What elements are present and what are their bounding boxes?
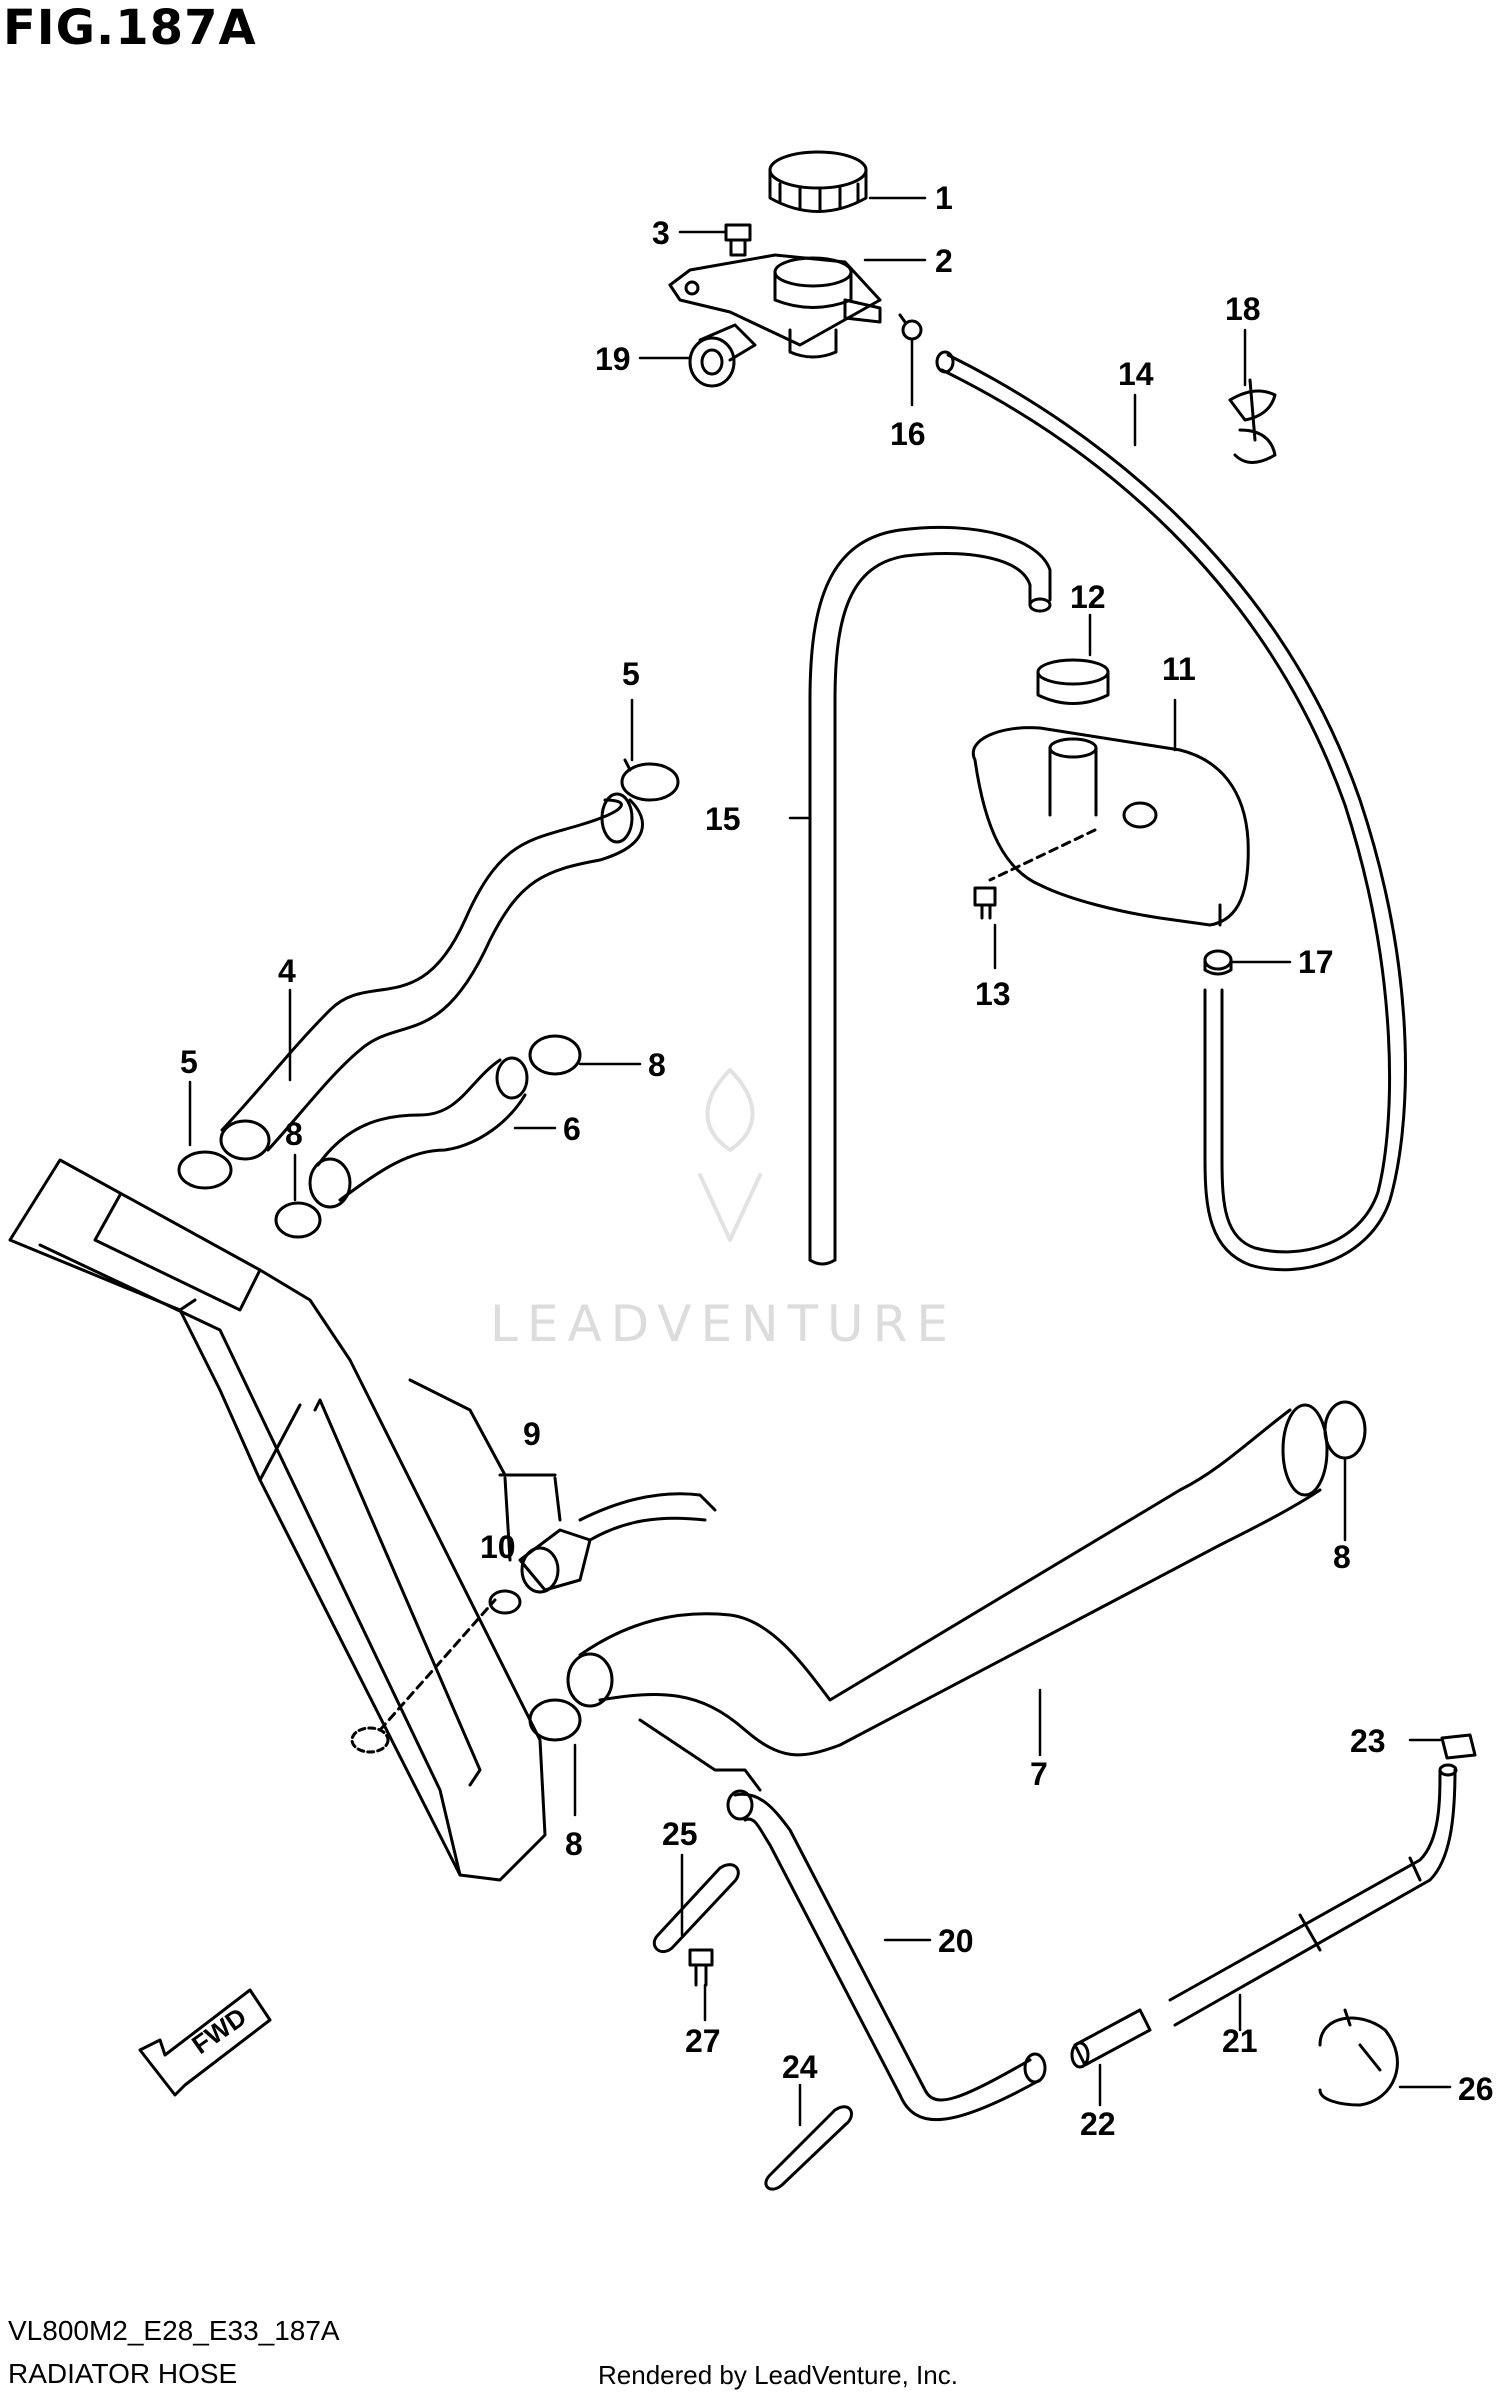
- callout-labels: 1 2 3 16 19 18 14 12 11 15 5 4 13 17 5 8…: [180, 180, 1494, 2142]
- figure-title: FIG.187A: [3, 0, 257, 56]
- hose-6: [308, 1056, 529, 1209]
- callout-leaders: [188, 196, 1452, 2127]
- callout-12: 12: [1070, 579, 1106, 615]
- leader-line-9: [408, 1378, 507, 1477]
- clamp-5-top: [620, 758, 680, 802]
- clamp-8-right: [1323, 1400, 1367, 1460]
- bolt-13: [973, 886, 997, 920]
- strap-25: [652, 1863, 740, 1954]
- radiator-body: [8, 1158, 547, 1882]
- callout-22: 22: [1080, 2106, 1116, 2142]
- callout-13: 13: [975, 976, 1011, 1012]
- callout-2: 2: [935, 243, 953, 279]
- callout-17: 17: [1298, 944, 1334, 980]
- leadventure-watermark: LEADVENTURE: [490, 1295, 957, 1353]
- callout-8a: 8: [648, 1047, 666, 1083]
- callout-3: 3: [652, 215, 670, 251]
- pipe-21: [1168, 1763, 1458, 2027]
- callout-20: 20: [938, 1923, 974, 1959]
- figure-code: VL800M2_E28_E33_187A: [8, 2315, 340, 2346]
- callout-16: 16: [890, 416, 926, 452]
- figure-name: RADIATOR HOSE: [8, 2358, 238, 2389]
- clip-18: [1228, 378, 1277, 464]
- leader-line-10: [503, 1476, 562, 1562]
- callout-23: 23: [1350, 1723, 1386, 1759]
- callout-6: 6: [563, 1111, 581, 1147]
- clamp-19: [688, 323, 757, 388]
- strap-24: [764, 2105, 853, 2191]
- callout-4: 4: [278, 953, 296, 989]
- clamp-8-top: [528, 1034, 582, 1076]
- callout-25: 25: [662, 1816, 698, 1852]
- callout-14: 14: [1118, 356, 1154, 392]
- callout-1: 1: [935, 180, 953, 216]
- callout-18: 18: [1225, 291, 1261, 327]
- callout-7: 7: [1030, 1756, 1048, 1792]
- clamp-5-left: [177, 1150, 233, 1190]
- bolt-27: [688, 1948, 714, 1987]
- callout-8b: 8: [285, 1116, 303, 1152]
- callout-19: 19: [595, 341, 631, 377]
- bolt-3: [724, 223, 752, 257]
- reservoir-tank-11: [971, 726, 1250, 927]
- hose-15: [808, 525, 1052, 1266]
- callout-27: 27: [685, 2023, 721, 2059]
- fitting-22: [1070, 2008, 1152, 2069]
- callout-10: 10: [480, 1529, 516, 1565]
- hose-14: [935, 350, 1407, 1272]
- forward-arrow-icon: [138, 1988, 272, 2097]
- callout-9: 9: [523, 1416, 541, 1452]
- watermark-logo-icon: [698, 1068, 762, 1242]
- callout-5: 5: [622, 656, 640, 692]
- callout-5b: 5: [180, 1044, 198, 1080]
- clamp-17: [1203, 949, 1233, 976]
- clamp-16: [898, 313, 923, 341]
- filler-neck: [668, 253, 882, 359]
- temperature-switch-9: [518, 1492, 717, 1594]
- callout-8d: 8: [565, 1826, 583, 1862]
- rendered-by: Rendered by LeadVenture, Inc.: [598, 2360, 958, 2390]
- clamp-8-left: [274, 1201, 322, 1239]
- callout-21: 21: [1222, 2023, 1258, 2059]
- hose-7: [566, 1403, 1329, 1792]
- hose-4: [219, 792, 644, 1161]
- hose-20: [726, 1789, 1047, 2122]
- callout-24: 24: [782, 2049, 818, 2085]
- clip-23: [1440, 1733, 1477, 1760]
- clamp-8-lower-left: [528, 1698, 582, 1742]
- o-ring-10: [488, 1589, 522, 1615]
- reservoir-cap-12: [1036, 658, 1110, 705]
- radiator-cap: [768, 150, 868, 213]
- callout-8c: 8: [1333, 1539, 1351, 1575]
- fwd-label: FWD: [186, 2001, 252, 2060]
- clamp-26: [1318, 2008, 1399, 2107]
- callout-11: 11: [1162, 651, 1196, 687]
- callout-26: 26: [1458, 2071, 1494, 2107]
- callout-15: 15: [705, 801, 741, 837]
